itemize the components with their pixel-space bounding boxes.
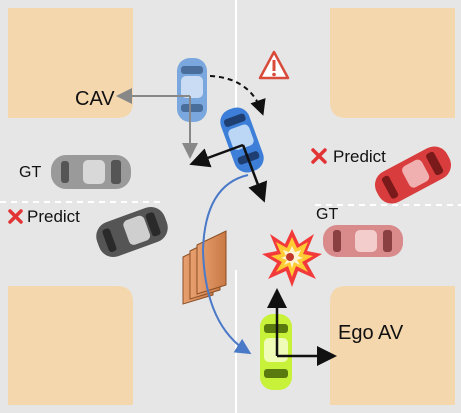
predict-car-right [374,146,452,204]
explosion-icon [262,229,322,287]
cav-axis-y [241,144,268,203]
ego-av-label: Ego AV [338,322,404,344]
warning-triangle-icon [258,50,290,80]
cav-ghost-car [177,58,207,122]
gt-car-left [51,155,131,189]
cav-car [220,107,264,173]
cav-label: CAV [75,88,115,110]
ground-block-bottom-right [330,286,455,405]
predict-label-left: Predict [27,207,80,226]
ground-block-bottom-left [8,286,133,405]
red-x-icon-left [8,209,23,224]
cav-axis-x [189,143,244,168]
predict-car-left [96,206,168,258]
data-flow-arrow [201,174,252,355]
gt-label-right: GT [316,206,338,223]
red-x-icon-right [311,148,327,164]
ground-block-top-left [8,8,133,118]
ground-block-top-right [330,8,455,118]
predict-label-right: Predict [333,147,386,166]
gt-label-left: GT [19,164,41,181]
gt-car-right [323,225,403,257]
